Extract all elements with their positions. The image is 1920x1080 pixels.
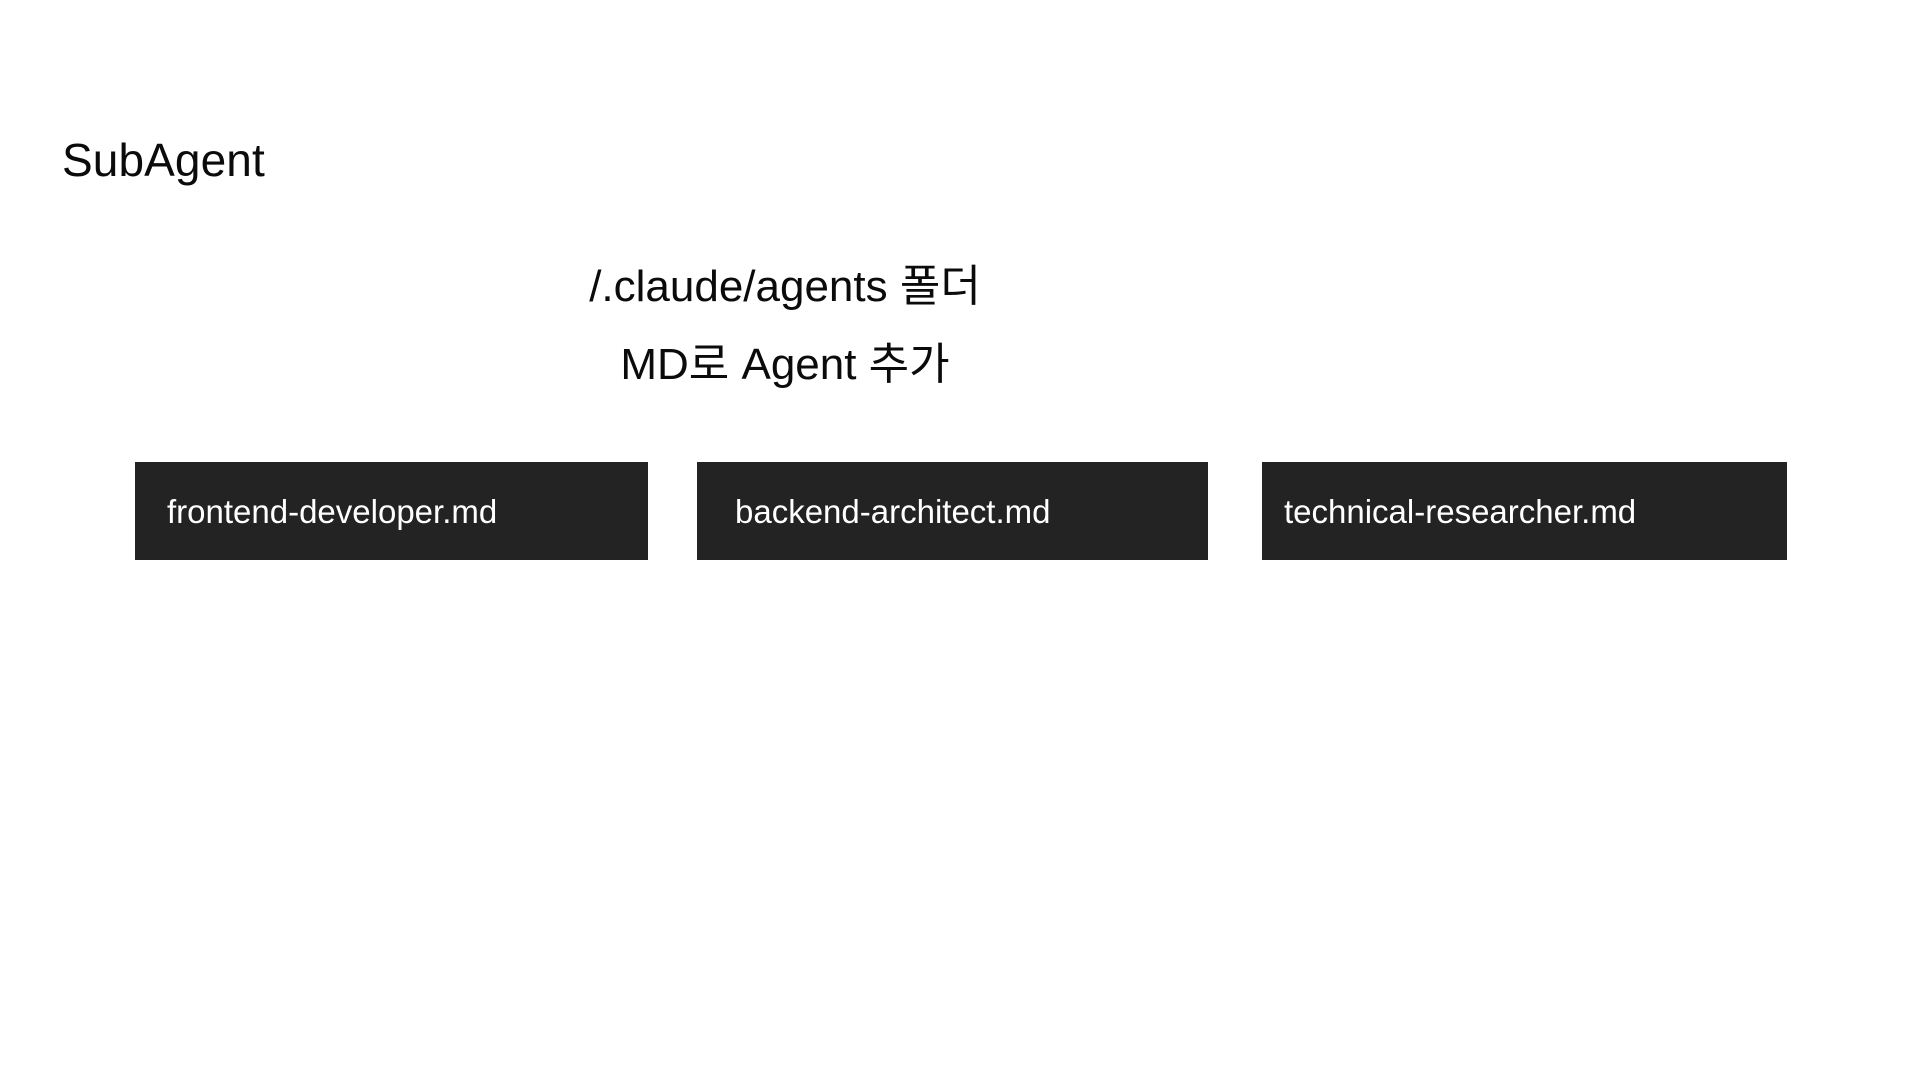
agent-file-label: frontend-developer.md bbox=[167, 492, 498, 530]
caption-line-instruction: MD로 Agent 추가 bbox=[620, 340, 950, 389]
caption-line-path: /.claude/agents 폴더 bbox=[589, 262, 981, 311]
caption-block: /.claude/agents 폴더 MD로 Agent 추가 bbox=[0, 248, 1570, 404]
agent-file-chip-backend-architect[interactable]: backend-architect.md bbox=[697, 462, 1208, 560]
page-title: SubAgent bbox=[62, 133, 265, 186]
agent-file-list: frontend-developer.md backend-architect.… bbox=[0, 462, 1920, 562]
agent-file-label: technical-researcher.md bbox=[1284, 492, 1637, 530]
agent-file-chip-technical-researcher[interactable]: technical-researcher.md bbox=[1262, 462, 1787, 560]
agent-file-chip-frontend-developer[interactable]: frontend-developer.md bbox=[135, 462, 648, 560]
agent-file-label: backend-architect.md bbox=[735, 492, 1051, 530]
